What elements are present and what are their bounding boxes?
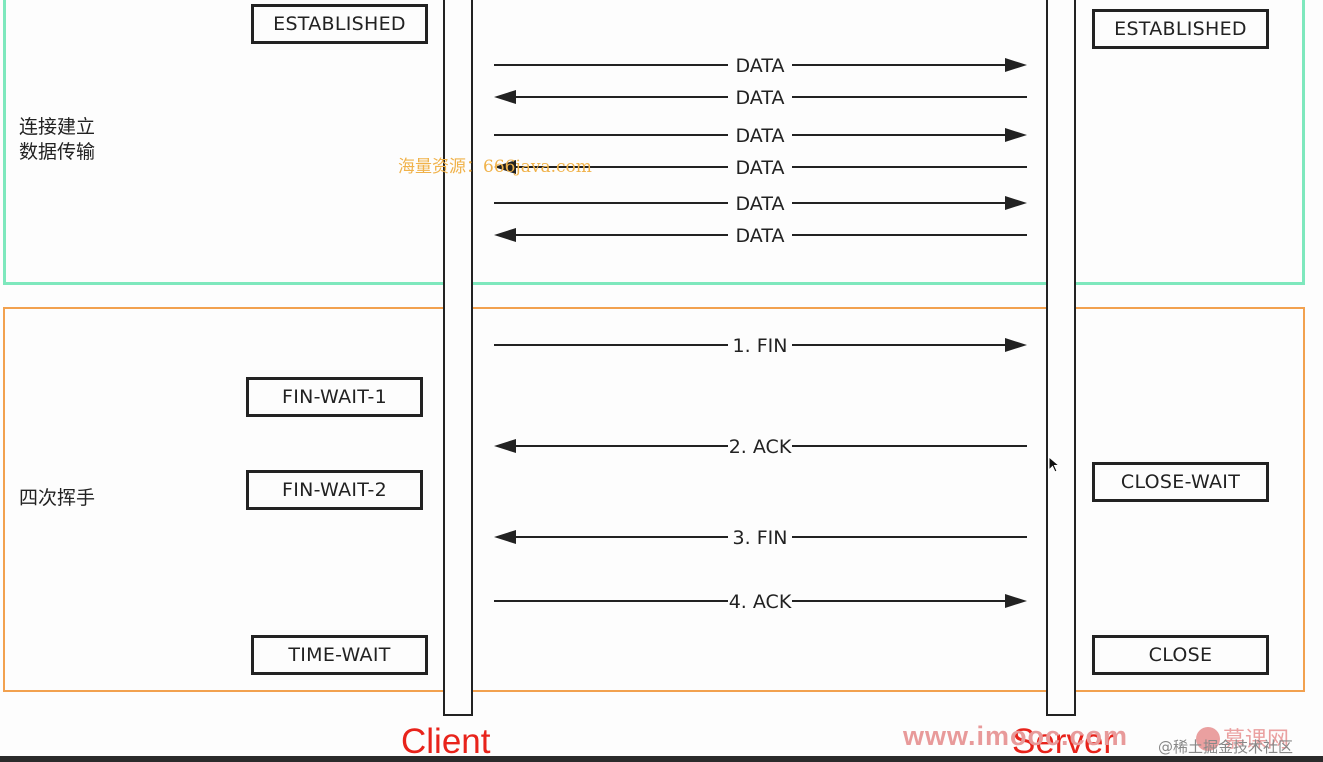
client-state-fin-wait-1: FIN-WAIT-1	[246, 377, 423, 417]
message-label: DATA	[736, 125, 785, 147]
message-arrow: 1. FIN	[494, 335, 1027, 357]
message-arrow: 3. FIN	[494, 527, 1027, 549]
watermark-text: 海量资源：666java.com	[398, 157, 592, 177]
message-arrow: 2. ACK	[494, 436, 1027, 458]
mouse-cursor-icon	[1048, 456, 1060, 473]
message-label: DATA	[736, 193, 785, 215]
established-section	[3, 0, 1305, 285]
server-state-established: ESTABLISHED	[1092, 9, 1269, 49]
message-label: DATA	[736, 55, 785, 77]
logo-icon	[1196, 727, 1220, 751]
message-label: DATA	[736, 225, 785, 247]
watermark-logo-text: 慕课网	[1223, 728, 1290, 753]
message-arrow: DATA	[494, 125, 1027, 147]
server-lifeline	[1046, 0, 1076, 716]
client-state-established: ESTABLISHED	[251, 4, 428, 44]
message-label: 3. FIN	[733, 527, 788, 549]
watermark-credit: @稀土掘金技术社区	[1158, 738, 1294, 756]
message-label: 1. FIN	[733, 335, 788, 357]
message-arrow: DATA	[494, 225, 1027, 247]
message-arrow: DATA	[494, 87, 1027, 109]
server-label: Server	[1012, 722, 1116, 756]
watermark-site-url: www.imooc.com	[903, 721, 1129, 751]
client-state-fin-wait-2: FIN-WAIT-2	[246, 470, 423, 510]
bottom-bar	[0, 756, 1323, 762]
server-state-close-wait: CLOSE-WAIT	[1092, 462, 1269, 502]
message-arrow: DATA	[494, 193, 1027, 215]
client-state-time-wait: TIME-WAIT	[251, 635, 428, 675]
message-arrow: 4. ACK	[494, 591, 1027, 613]
message-arrow: DATA	[494, 157, 1027, 179]
four-way-handshake-section	[3, 307, 1305, 692]
message-label: DATA	[736, 87, 785, 109]
client-label: Client	[401, 722, 491, 756]
client-lifeline	[443, 0, 473, 716]
message-label: 2. ACK	[729, 436, 792, 458]
message-label: DATA	[736, 157, 785, 179]
established-section-label: 连接建立 数据传输	[19, 116, 96, 163]
watermark-logo: 慕课网	[1196, 722, 1289, 754]
server-state-close: CLOSE	[1092, 635, 1269, 675]
four-way-handshake-label: 四次挥手	[19, 487, 96, 509]
message-label: 4. ACK	[729, 591, 792, 613]
message-arrow: DATA	[494, 55, 1027, 77]
